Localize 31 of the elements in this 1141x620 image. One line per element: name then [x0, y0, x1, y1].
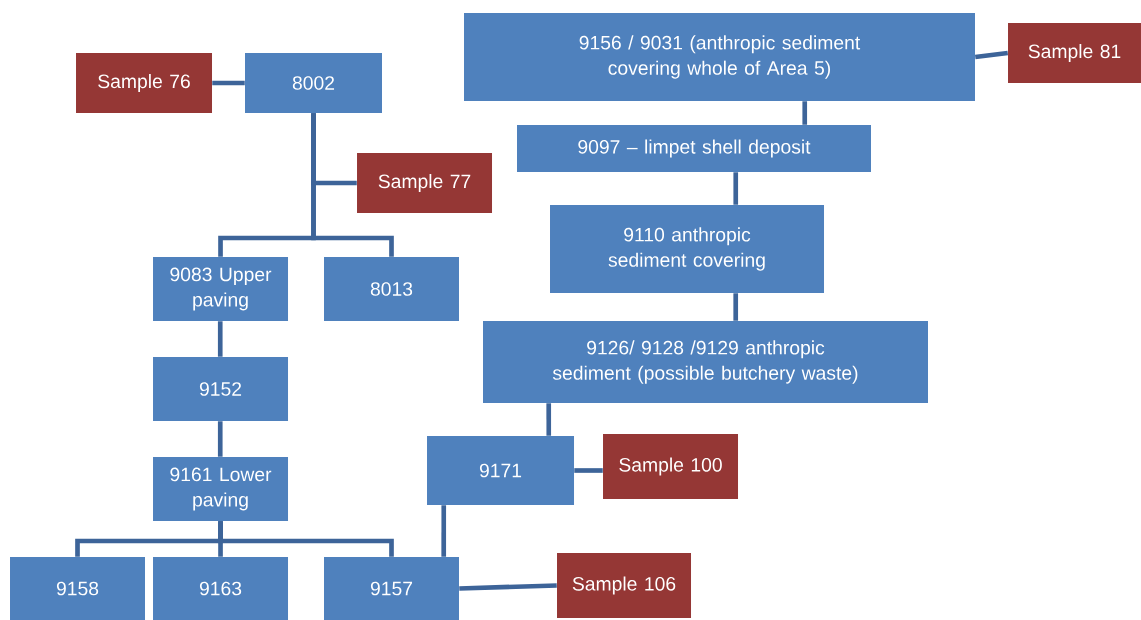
connector-line [218, 521, 394, 557]
unit-box: 9163 [153, 557, 288, 620]
connector-line [459, 583, 557, 591]
connector-line [441, 505, 447, 557]
sample-box: Sample 106 [557, 553, 691, 618]
unit-box: 9126/ 9128 /9129 anthropic sediment (possible butchery waste) [483, 321, 928, 403]
sample-box: Sample 77 [357, 153, 492, 213]
connector-line [733, 293, 739, 321]
unit-box: 9158 [10, 557, 145, 620]
unit-box: 9152 [153, 357, 288, 421]
connector-line [546, 403, 552, 436]
sample-box: Sample 100 [603, 434, 738, 499]
unit-box: 9161 Lower paving [153, 457, 288, 521]
sample-box: Sample 81 [1008, 23, 1141, 83]
unit-box: 8002 [245, 53, 382, 113]
connector-line [217, 321, 223, 357]
connector-line [212, 80, 245, 86]
unit-box: 9097 – limpet shell deposit [517, 125, 871, 172]
connector-line [574, 468, 603, 473]
connector-line [802, 101, 808, 125]
connector-line [217, 421, 223, 457]
unit-box: 9157 [324, 557, 459, 620]
connector-line [733, 172, 739, 205]
sample-box: Sample 76 [76, 53, 212, 113]
unit-box: 8013 [324, 257, 459, 321]
connector-line [975, 50, 1009, 60]
unit-box: 9156 / 9031 (anthropic sediment covering whole of Area 5) [464, 13, 975, 101]
unit-box: 9171 [427, 436, 574, 505]
connector-line [311, 113, 394, 257]
unit-box: 9110 anthropic sediment covering [550, 205, 824, 293]
unit-box: 9083 Upper paving [153, 257, 288, 321]
